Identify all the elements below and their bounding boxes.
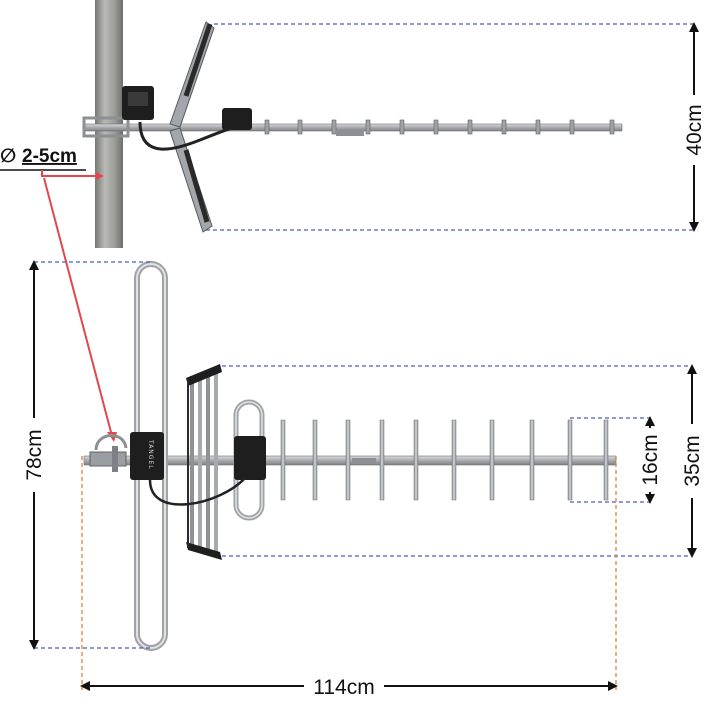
balun-box-main [130,432,164,480]
mast-clamp [89,434,128,472]
top-boom-bracket [336,130,364,136]
left-height-label: 78cm [23,429,46,480]
balun-box-small [234,436,266,480]
reflector-height-label: 35cm [681,435,704,486]
pointer-line-top [41,170,100,177]
top-height-dimension: 40cm [206,22,706,232]
pipe-diameter-callout: ∅ 2-5cm [0,146,117,442]
total-length-dimension: 114cm [80,456,618,699]
top-mast-clamp [82,116,130,138]
pointer-line-diagonal [43,177,113,437]
top-boom [83,123,623,132]
side-boom-bracket [352,458,376,463]
reflector-grid [186,364,222,560]
top-cable [138,121,233,151]
left-height-dimension: 78cm [23,260,150,650]
diameter-symbol: ∅ [0,146,16,167]
top-dipole-box [222,108,252,130]
top-height-label: 40cm [683,104,706,155]
reflector-height-dimension: 35cm [222,364,704,558]
element-height-dimension: 16cm [570,416,662,504]
side-directors [280,419,609,501]
side-view-antenna: TANGEL [83,261,617,651]
top-view-antenna [82,0,623,248]
brand-label: TANGEL [147,439,154,470]
pipe-diameter-label: 2-5cm [22,146,77,167]
top-directors [264,119,615,135]
element-height-label: 16cm [639,434,662,485]
total-length-label: 114cm [313,676,374,699]
side-cable [148,477,246,506]
